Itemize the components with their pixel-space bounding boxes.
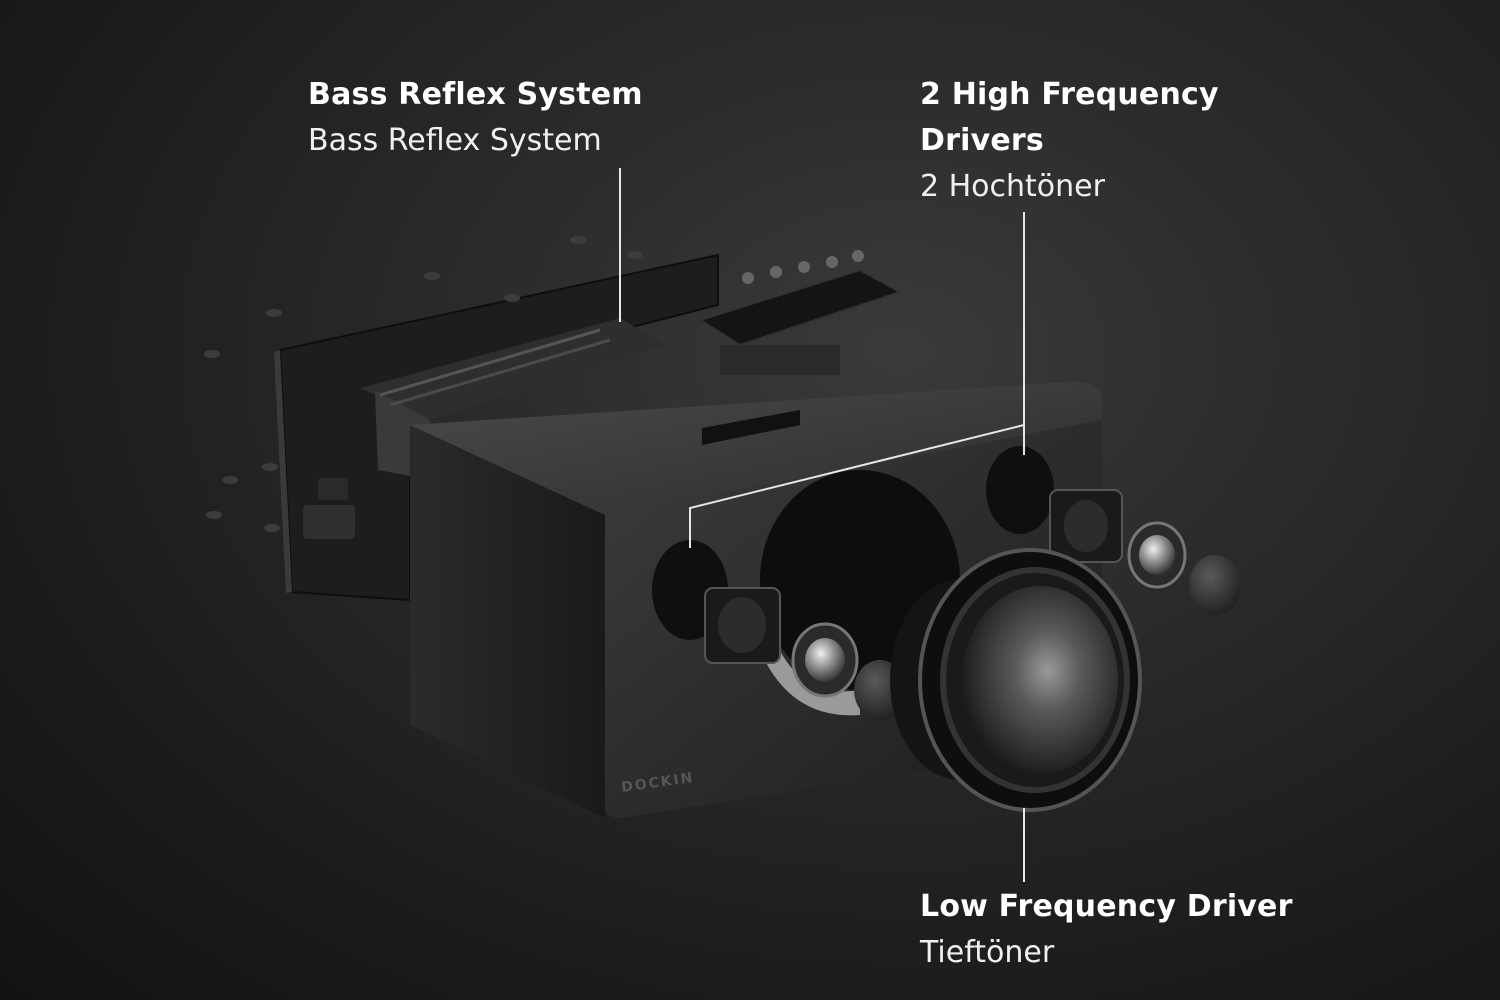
tweeter-left [791,622,906,720]
mid-driver-right [1049,489,1123,563]
callout-high-frequency: 2 High Frequency Drivers 2 Hochtöner [920,72,1280,210]
tweeter-port-right [986,446,1054,534]
callout-low-frequency-title: Low Frequency Driver [920,889,1293,924]
callout-high-frequency-title: 2 High Frequency Drivers [920,77,1219,158]
woofer-driver [890,548,1142,812]
control-board [697,250,903,375]
callout-low-frequency-subtitle: Tieftöner [920,935,1055,970]
screws [204,236,643,532]
tweeter-right [1127,521,1241,615]
callout-bass-reflex: Bass Reflex System Bass Reflex System [308,72,728,164]
mid-driver-left [704,587,781,664]
callout-low-frequency: Low Frequency Driver Tieftöner [920,884,1340,976]
callout-high-frequency-subtitle: 2 Hochtöner [920,169,1105,204]
leader-line-high-frequency-branch [689,424,1025,548]
callout-bass-reflex-subtitle: Bass Reflex System [308,123,602,158]
callout-bass-reflex-title: Bass Reflex System [308,77,643,112]
leader-lines [619,168,1025,882]
terminal-connector [303,505,355,539]
